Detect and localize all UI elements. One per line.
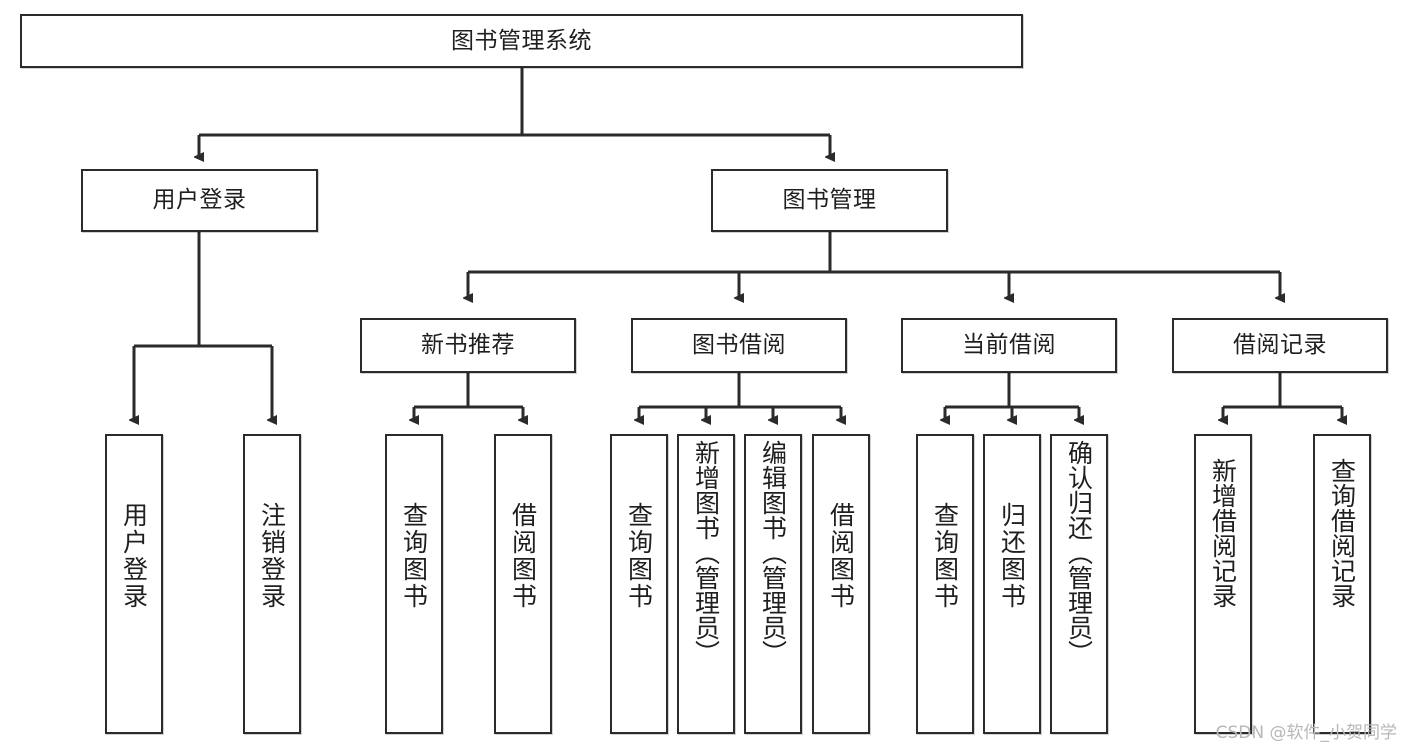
node-leaf-user-login[interactable]: 用户登录 <box>105 434 163 734</box>
node-book-management-label: 图书管理 <box>782 187 877 214</box>
node-root[interactable]: 图书管理系统 <box>20 14 1023 68</box>
node-leaf-query-book-1[interactable]: 查询图书 <box>385 434 443 734</box>
node-leaf-edit-book[interactable]: 编辑图书（管理员） <box>744 434 802 734</box>
node-leaf-query-record-label: 查询借阅记录 <box>1327 458 1357 608</box>
node-leaf-logout-label: 注销登录 <box>257 502 287 610</box>
node-leaf-query-record[interactable]: 查询借阅记录 <box>1313 434 1371 734</box>
node-book-management[interactable]: 图书管理 <box>711 169 948 232</box>
node-root-label: 图书管理系统 <box>451 27 592 54</box>
node-leaf-borrow-book-1[interactable]: 借阅图书 <box>494 434 552 734</box>
node-leaf-borrow-book-2[interactable]: 借阅图书 <box>812 434 870 734</box>
node-leaf-query-book-3[interactable]: 查询图书 <box>916 434 974 734</box>
node-leaf-return-book-label: 归还图书 <box>997 502 1027 610</box>
node-current-borrow-label: 当前借阅 <box>962 332 1056 359</box>
node-leaf-confirm-return-label: 确认归还（管理员） <box>1064 440 1094 665</box>
node-new-book-recommend[interactable]: 新书推荐 <box>360 318 576 373</box>
node-leaf-add-book-label: 新增图书（管理员） <box>691 440 721 665</box>
node-leaf-user-login-label: 用户登录 <box>119 502 149 610</box>
node-user-login[interactable]: 用户登录 <box>81 169 318 232</box>
node-leaf-borrow-book-2-label: 借阅图书 <box>826 502 856 610</box>
watermark-text: CSDN @软件_小贺同学 <box>1215 723 1397 743</box>
node-book-borrow[interactable]: 图书借阅 <box>631 318 847 373</box>
node-book-borrow-label: 图书借阅 <box>692 332 786 359</box>
node-leaf-logout[interactable]: 注销登录 <box>243 434 301 734</box>
node-new-book-recommend-label: 新书推荐 <box>421 332 515 359</box>
node-leaf-query-book-3-label: 查询图书 <box>930 502 960 610</box>
node-leaf-query-book-2-label: 查询图书 <box>624 502 654 610</box>
node-user-login-label: 用户登录 <box>152 187 247 214</box>
node-leaf-query-book-2[interactable]: 查询图书 <box>610 434 668 734</box>
node-leaf-confirm-return[interactable]: 确认归还（管理员） <box>1050 434 1108 734</box>
node-leaf-query-book-1-label: 查询图书 <box>399 502 429 610</box>
node-leaf-add-book[interactable]: 新增图书（管理员） <box>677 434 735 734</box>
node-leaf-borrow-book-1-label: 借阅图书 <box>508 502 538 610</box>
node-leaf-return-book[interactable]: 归还图书 <box>983 434 1041 734</box>
node-borrow-record-label: 借阅记录 <box>1233 332 1327 359</box>
node-leaf-edit-book-label: 编辑图书（管理员） <box>758 440 788 665</box>
node-leaf-add-record[interactable]: 新增借阅记录 <box>1194 434 1252 734</box>
node-leaf-add-record-label: 新增借阅记录 <box>1208 458 1238 608</box>
node-current-borrow[interactable]: 当前借阅 <box>901 318 1117 373</box>
node-borrow-record[interactable]: 借阅记录 <box>1172 318 1388 373</box>
